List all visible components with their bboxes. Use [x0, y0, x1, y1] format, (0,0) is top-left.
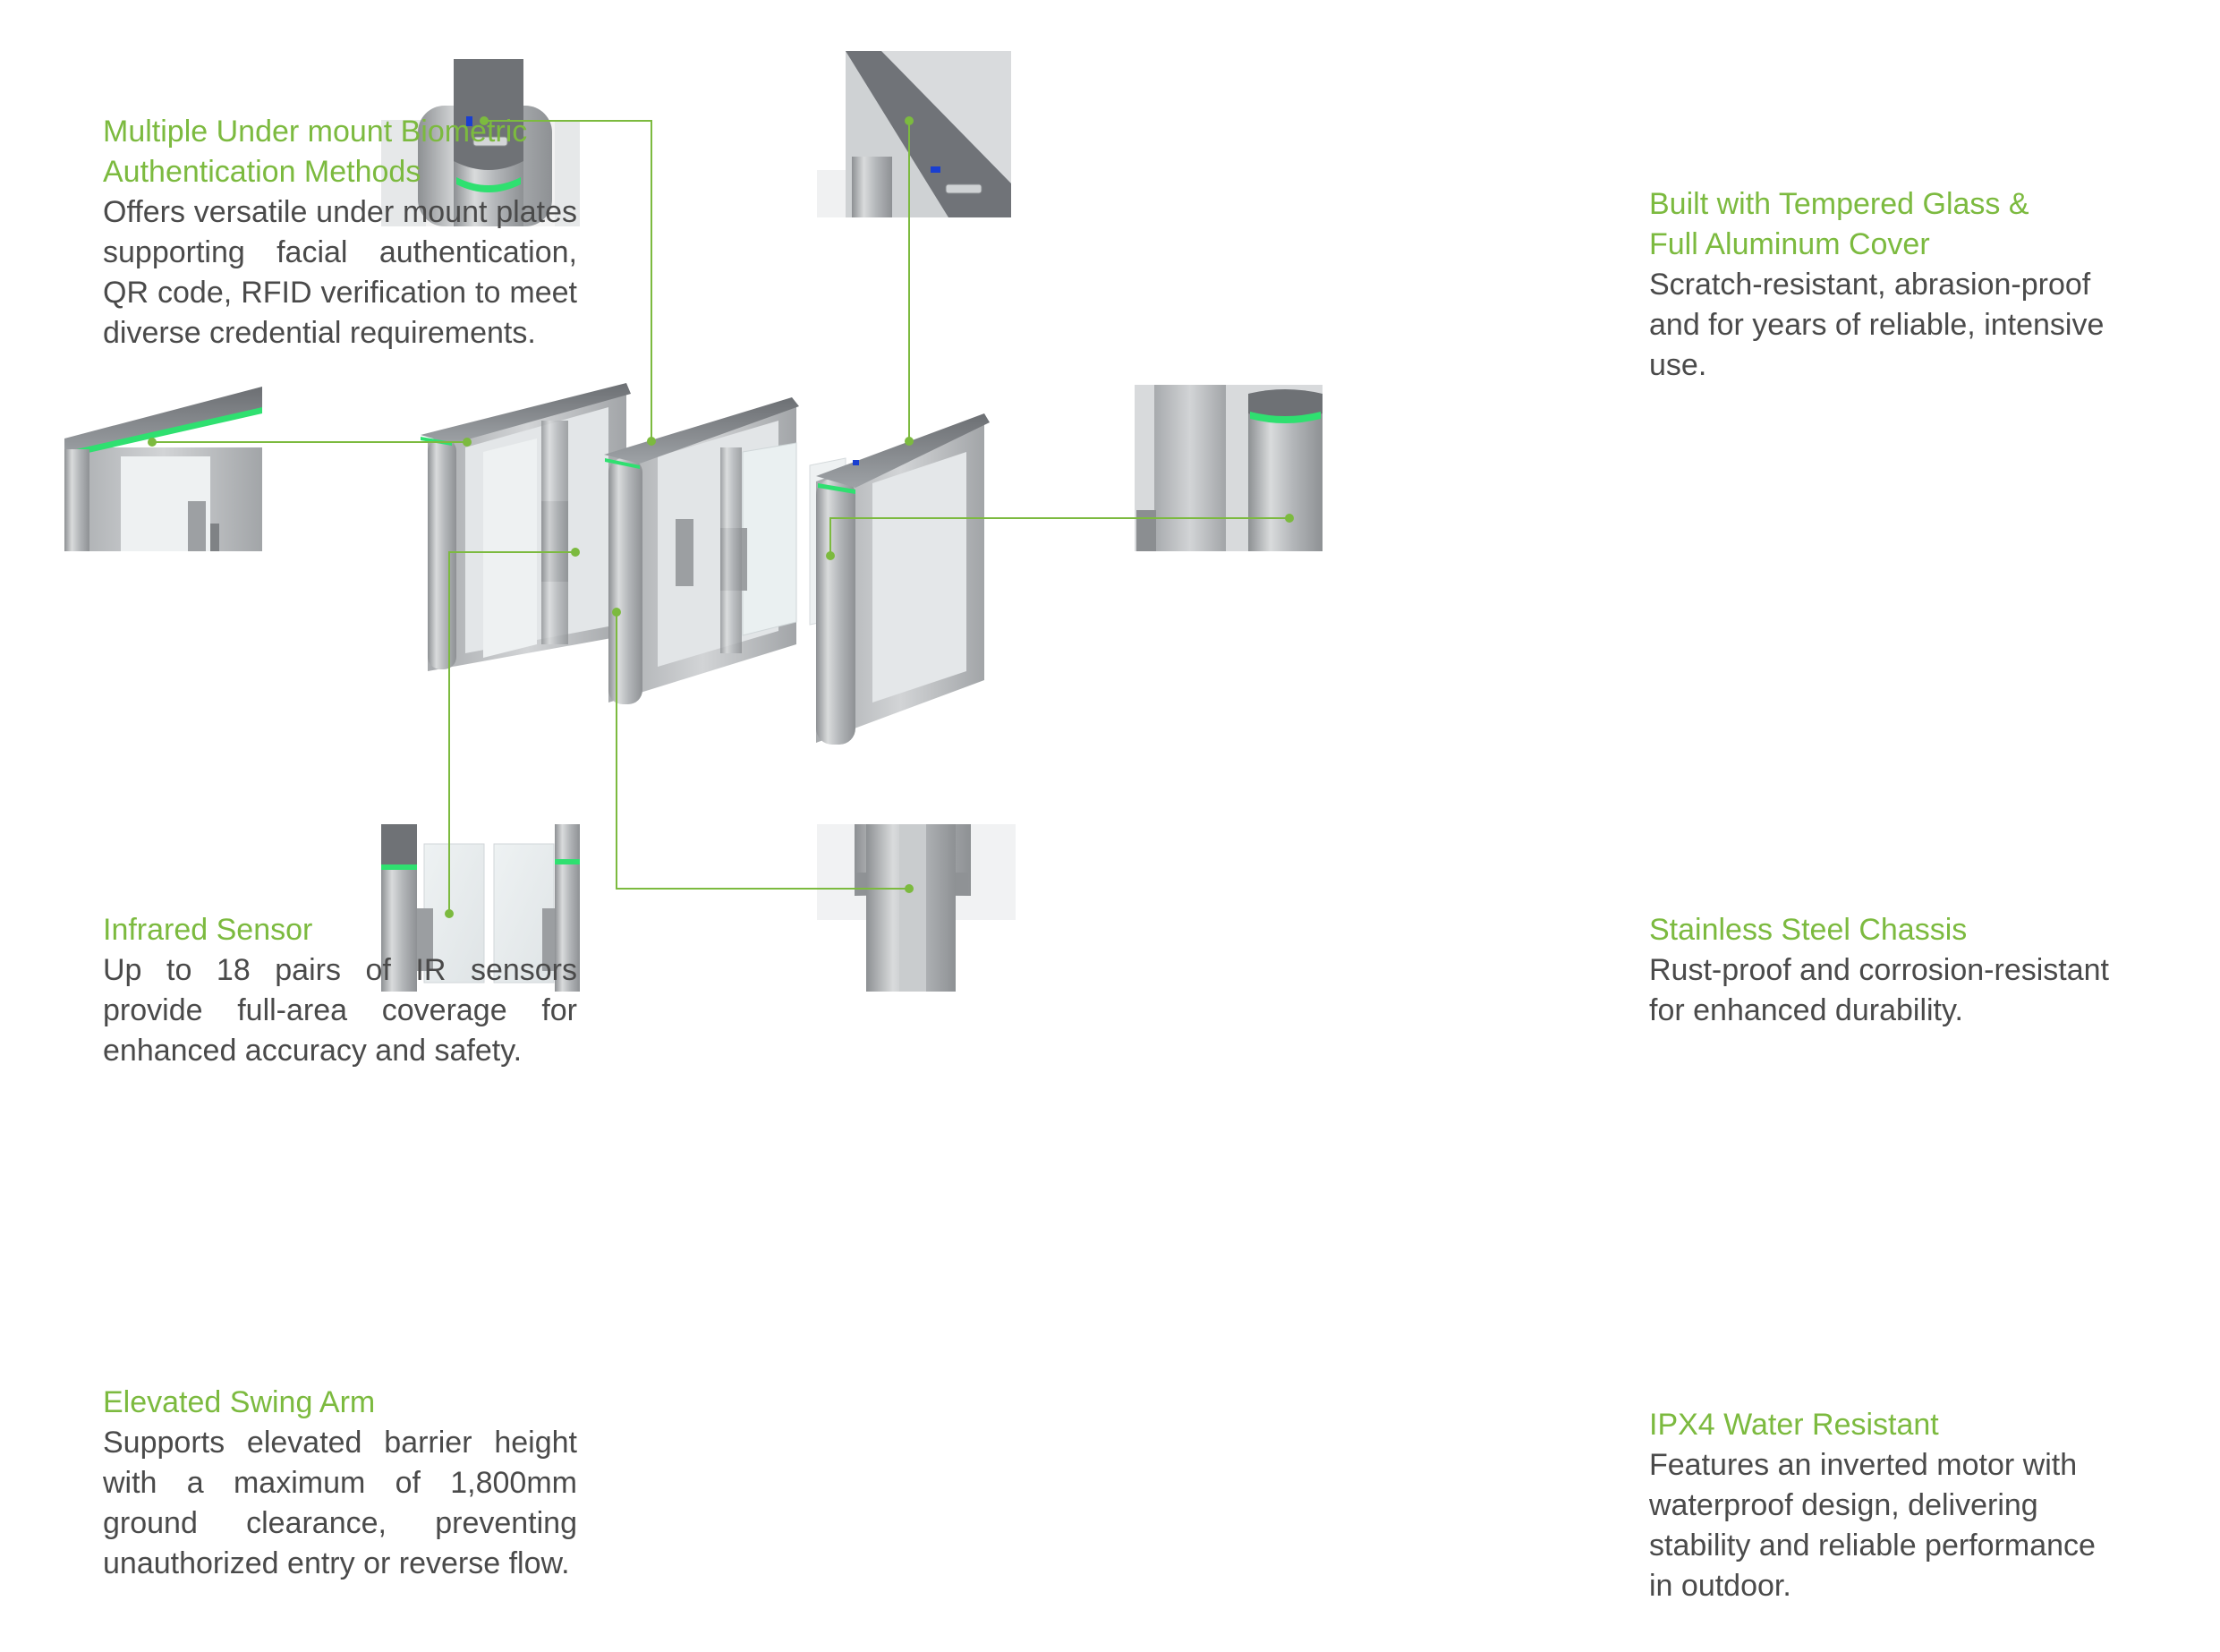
feature-water: IPX4 Water Resistant Features an inverte…	[1649, 1405, 2123, 1606]
feature-infrared-body: Up to 18 pairs of IR sensors provide ful…	[103, 953, 577, 1068]
turnstile-unit-right	[809, 413, 990, 745]
detail-glass-cover-image	[817, 51, 1011, 217]
turnstile-unit-center	[604, 397, 799, 704]
feature-biometric-title: Multiple Under mount Biometric Authentic…	[103, 115, 528, 189]
feature-glass-title: Built with Tempered Glass & Full Aluminu…	[1649, 187, 2029, 261]
feature-infrared: Infrared Sensor Up to 18 pairs of IR sen…	[103, 910, 577, 1071]
feature-swing-arm: Elevated Swing Arm Supports elevated bar…	[103, 1383, 577, 1584]
detail-chassis-image	[1135, 385, 1323, 551]
callout-line-biometric	[484, 120, 652, 441]
feature-chassis-title: Stainless Steel Chassis	[1649, 913, 1968, 947]
detail-water-image	[817, 824, 1016, 992]
feature-chassis: Stainless Steel Chassis Rust-proof and c…	[1649, 910, 2123, 1031]
feature-biometric: Multiple Under mount Biometric Authentic…	[103, 112, 577, 353]
callout-dots	[148, 116, 1294, 918]
detail-infrared-image	[64, 387, 262, 551]
feature-biometric-body: Offers versatile under mount plates supp…	[103, 195, 577, 350]
feature-water-title: IPX4 Water Resistant	[1649, 1408, 1939, 1442]
callout-line-swing	[448, 551, 575, 914]
feature-infrared-title: Infrared Sensor	[103, 913, 313, 947]
callout-lines	[152, 120, 1289, 914]
feature-glass-body: Scratch-resistant, abrasion-proof and fo…	[1649, 268, 2105, 382]
turnstile-unit-left	[421, 383, 631, 671]
detail-biometric-image	[381, 59, 580, 226]
callout-line-water	[616, 612, 909, 890]
callout-line-chassis	[829, 517, 1289, 556]
feature-water-body: Features an inverted motor with waterpro…	[1649, 1448, 2096, 1603]
feature-swing-arm-body: Supports elevated barrier height with a …	[103, 1426, 577, 1580]
feature-glass: Built with Tempered Glass & Full Aluminu…	[1649, 184, 2123, 386]
feature-chassis-body: Rust-proof and corrosion-resistant for e…	[1649, 953, 2110, 1027]
feature-swing-arm-title: Elevated Swing Arm	[103, 1385, 376, 1419]
detail-swing-arm-image	[381, 824, 580, 992]
